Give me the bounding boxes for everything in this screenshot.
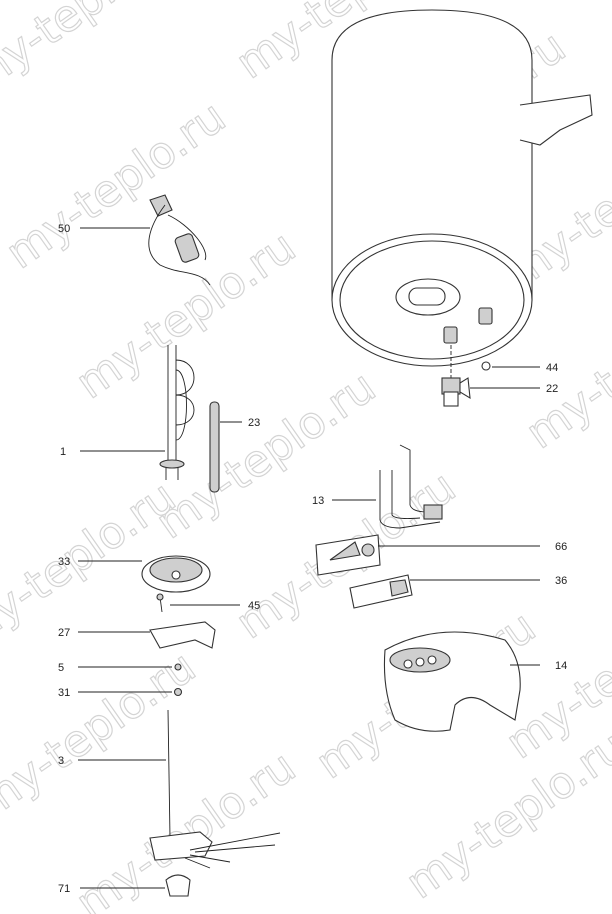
watermark: my-teplo.ru (0, 91, 235, 279)
part-label-13: 13 (312, 495, 324, 507)
inlet-fitting (443, 326, 458, 344)
part-label-5: 5 (58, 662, 64, 674)
watermark: my-teplo.ru (0, 0, 195, 104)
safety-valve (441, 377, 471, 407)
heating-element (159, 345, 195, 480)
cable-clip (165, 874, 191, 897)
thermostat-tube (209, 401, 220, 493)
flange (141, 555, 211, 593)
nut (173, 687, 183, 697)
anode-assembly (149, 709, 281, 869)
flange-bracket (149, 621, 216, 649)
part-label-36: 36 (555, 575, 567, 587)
valve-clip (481, 361, 491, 371)
part-label-14: 14 (555, 660, 567, 672)
power-cord (148, 194, 211, 286)
washer (174, 663, 182, 671)
part-label-50: 50 (58, 223, 70, 235)
watermark: my-teplo.ru (397, 721, 612, 909)
part-label-45: 45 (248, 600, 260, 612)
part-label-71: 71 (58, 883, 70, 895)
part-label-1: 1 (60, 446, 66, 458)
part-label-66: 66 (555, 541, 567, 553)
watermark: my-teplo.ru (0, 641, 205, 829)
part-label-27: 27 (58, 627, 70, 639)
outlet-fitting (478, 307, 493, 325)
part-label-33: 33 (58, 556, 70, 568)
wall-bracket (519, 94, 593, 146)
bottom-cover (383, 631, 521, 732)
part-label-23: 23 (248, 417, 260, 429)
part-label-31: 31 (58, 687, 70, 699)
wiring-harness (379, 444, 443, 529)
part-label-3: 3 (58, 755, 64, 767)
part-label-44: 44 (546, 362, 558, 374)
part-label-22: 22 (546, 383, 558, 395)
water-heater-tank (331, 9, 593, 378)
